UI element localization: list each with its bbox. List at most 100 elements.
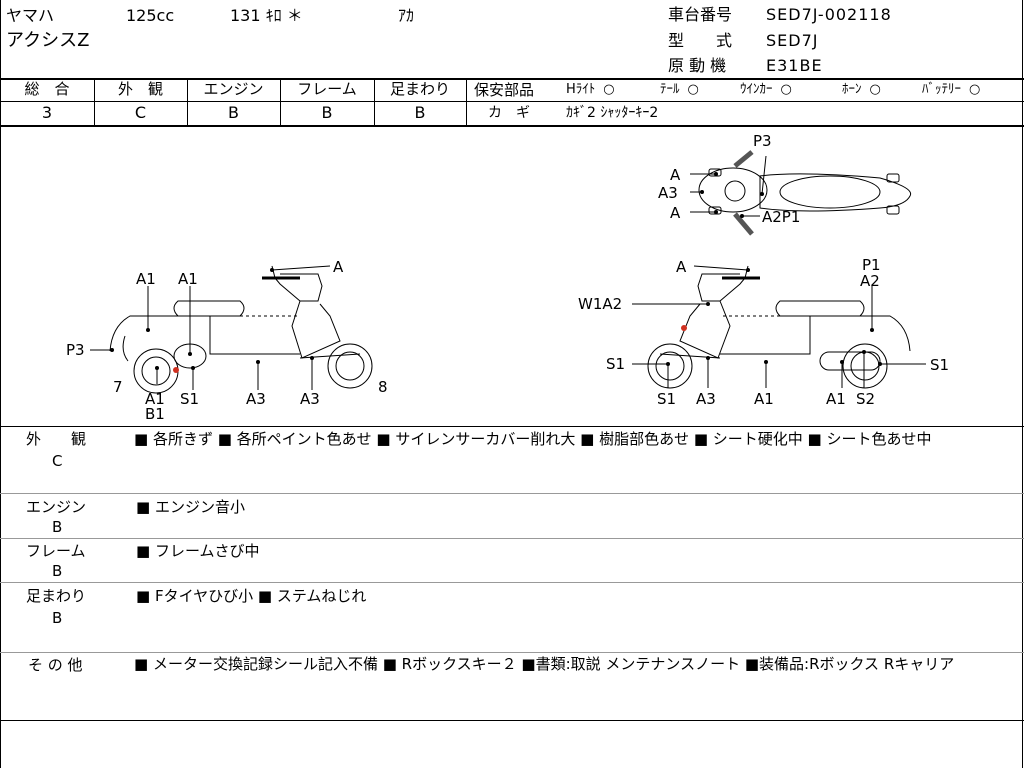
outer-left-border <box>0 0 1 768</box>
frame-number-label: 車台番号 <box>668 5 733 24</box>
safety-horn-name: ﾎｰﾝ <box>842 82 862 97</box>
top-label-a: A <box>670 166 681 184</box>
diagram-labels: P3 A A3 A A2P1 A A1 A1 P3 7 A1 B1 S1 A3 … <box>66 132 949 423</box>
left-label-a1: A1 <box>136 270 156 288</box>
safety-parts-label: 保安部品 <box>474 81 535 99</box>
outer-right-border <box>1022 0 1023 768</box>
remarks-bottom-divider <box>0 720 1024 721</box>
remark-divider <box>0 582 1024 583</box>
safety-winker-name: ｳｲﾝｶｰ <box>740 82 773 97</box>
engine-model-label: 原 動 機 <box>668 56 727 75</box>
remark-grade: B <box>52 609 63 627</box>
key-value: ｶｷﾞ2 ｼｬｯﾀｰｷｰ2 <box>566 105 659 121</box>
model-type: SED7J <box>766 31 819 50</box>
maker-name: ヤマハ <box>6 6 55 25</box>
left-label-a1: A1 <box>145 390 165 408</box>
diagram-leader-lines <box>90 155 926 390</box>
damage-points <box>110 172 882 370</box>
grade-col-divider <box>374 79 375 125</box>
remark-category: 足まわり <box>26 587 87 605</box>
safety-battery-name: ﾊﾞｯﾃﾘｰ <box>922 82 961 97</box>
right-label-s1: S1 <box>606 355 625 373</box>
remark-divider <box>0 652 1024 653</box>
top-label-a3: A3 <box>658 184 678 202</box>
safety-taillight-mark: ○ <box>687 82 699 97</box>
right-label-s2: S2 <box>856 390 875 408</box>
grade-exterior-label: 外 観 <box>117 80 163 98</box>
grade-engine-value: B <box>228 103 239 122</box>
remark-grade: B <box>52 562 63 580</box>
safety-horn: ﾎｰﾝ ○ <box>842 82 881 98</box>
grade-col-divider <box>187 79 188 125</box>
grade-overall-value: 3 <box>41 103 53 122</box>
grade-overall-label: 総 合 <box>24 80 70 98</box>
body-color: ｱｶ <box>398 6 415 25</box>
frame-number: SED7J-002118 <box>766 5 892 24</box>
header-divider <box>0 78 1024 80</box>
right-label-s1: S1 <box>930 356 949 374</box>
grade-bottom-divider <box>0 125 1024 127</box>
safety-winker: ｳｲﾝｶｰ ○ <box>740 82 792 98</box>
remark-text: ■ メーター交換記録シール記入不備 ■ Rボックスキー２ ■書類:取説 メンテナ… <box>134 655 955 673</box>
remark-grade: C <box>52 452 63 470</box>
damage-mark-red <box>681 325 687 331</box>
top-label-a: A <box>670 204 681 222</box>
grade-engine-label: エンジン <box>203 80 264 98</box>
safety-taillight: ﾃｰﾙ ○ <box>660 82 699 98</box>
grade-col-divider <box>466 79 467 125</box>
model-name: アクシスZ <box>6 30 90 51</box>
scooter-top-view <box>698 150 912 236</box>
damage-mark-red <box>173 367 179 373</box>
remark-category: そ の 他 <box>28 656 83 674</box>
displacement: 125cc <box>126 6 175 25</box>
remark-text: ■ エンジン音小 <box>136 498 245 516</box>
left-label-b1: B1 <box>145 405 165 423</box>
right-label-a: A <box>676 258 687 276</box>
remark-category: 外 観 <box>26 430 87 448</box>
remark-text: ■ フレームさび中 <box>136 542 260 560</box>
right-label-s1: S1 <box>657 390 676 408</box>
grade-suspension-value: B <box>414 103 426 122</box>
remark-category: フレーム <box>26 542 86 560</box>
left-label-7: 7 <box>113 378 123 396</box>
engine-model: E31BE <box>766 56 823 75</box>
remark-divider <box>0 538 1024 539</box>
left-label-s1: S1 <box>180 390 199 408</box>
scooter-left-side-view <box>109 265 373 394</box>
safety-headlight: Hﾗｲﾄ ○ <box>566 82 615 98</box>
safety-winker-mark: ○ <box>780 82 792 97</box>
grade-col-divider <box>280 79 281 125</box>
grade-row-divider <box>0 101 466 102</box>
safety-horn-mark: ○ <box>869 82 881 97</box>
left-label-a1: A1 <box>178 270 198 288</box>
safety-headlight-name: Hﾗｲﾄ <box>566 82 596 97</box>
remark-text: ■ Fタイヤひび小 ■ ステムねじれ <box>136 587 367 605</box>
mileage: 131 ｷﾛ ＊ <box>230 6 303 25</box>
key-label: カ ギ <box>488 105 530 121</box>
scooter-right-side-view <box>647 265 911 389</box>
safety-battery: ﾊﾞｯﾃﾘｰ○ <box>922 82 980 98</box>
diagram-bottom-divider <box>0 426 1024 427</box>
right-label-a2: A2 <box>860 272 880 290</box>
remark-grade: B <box>52 518 63 536</box>
safety-headlight-mark: ○ <box>603 82 615 97</box>
left-label-8: 8 <box>378 378 388 396</box>
remark-category: エンジン <box>26 498 87 516</box>
left-label-a3: A3 <box>246 390 266 408</box>
top-label-a2p1: A2P1 <box>762 208 800 226</box>
grade-col-divider <box>94 79 95 125</box>
left-label-p3: P3 <box>66 341 85 359</box>
model-type-label: 型 式 <box>668 31 733 50</box>
remark-divider <box>0 493 1024 494</box>
left-label-a3: A3 <box>300 390 320 408</box>
safety-taillight-name: ﾃｰﾙ <box>660 82 680 97</box>
right-label-a1: A1 <box>754 390 774 408</box>
left-label-a: A <box>333 258 344 276</box>
right-label-w1a2: W1A2 <box>578 295 622 313</box>
grade-exterior-value: C <box>134 103 147 122</box>
right-label-p1: P1 <box>862 256 881 274</box>
top-label-p3: P3 <box>753 132 772 150</box>
safety-row-divider <box>466 101 1024 102</box>
right-label-a3: A3 <box>696 390 716 408</box>
grade-frame-label: フレーム <box>297 80 357 98</box>
